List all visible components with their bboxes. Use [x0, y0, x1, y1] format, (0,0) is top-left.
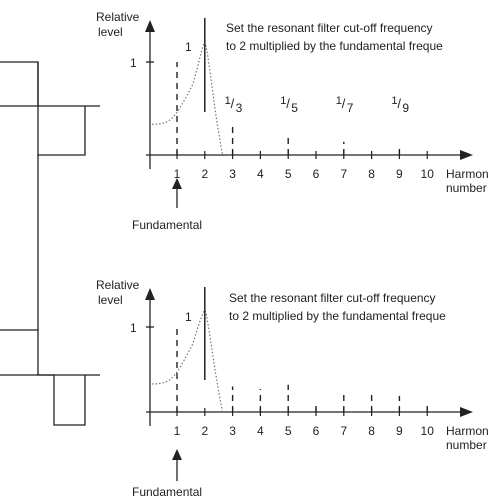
x-tick-label: 8 — [368, 424, 375, 438]
resonant-filter-curve — [151, 40, 224, 157]
y-axis-label-line1: Relative — [96, 10, 140, 24]
harmonic-fraction-label: 1/9 — [391, 95, 409, 115]
harmonic-fraction-label: 1/5 — [280, 95, 298, 115]
fundamental-label: Fundamental — [132, 485, 202, 499]
x-axis-label-line2: number — [446, 181, 487, 195]
fraction-numerator: 1 — [391, 95, 397, 107]
x-tick-label: 8 — [368, 167, 375, 181]
x-axis-label-line1: Harmon — [446, 167, 489, 181]
y-axis-arrow — [145, 20, 155, 32]
x-tick-label: 6 — [313, 424, 320, 438]
x-axis-arrow — [460, 150, 473, 160]
harmonic-fraction-label: 1/7 — [336, 95, 354, 115]
y-tick-label: 1 — [130, 321, 137, 335]
fundamental-arrow-head — [172, 178, 182, 189]
x-tick-label: 2 — [201, 167, 208, 181]
x-axis-label-line1: Harmon — [446, 424, 489, 438]
waveform-bottom — [0, 155, 100, 426]
x-tick-label: 9 — [396, 424, 403, 438]
y-tick-label: 1 — [130, 56, 137, 70]
fundamental-arrow-head — [172, 449, 182, 460]
fraction-numerator: 1 — [280, 95, 286, 107]
fraction-denominator: 9 — [402, 101, 409, 115]
note-line2: to 2 multiplied by the fundamental frequ… — [229, 309, 446, 323]
x-tick-label: 5 — [285, 167, 292, 181]
x-tick-label: 7 — [340, 167, 347, 181]
x-tick-label: 10 — [421, 167, 435, 181]
y-axis-arrow — [145, 288, 155, 300]
x-tick-label: 7 — [340, 424, 347, 438]
fraction-slash: / — [397, 96, 401, 111]
fraction-denominator: 7 — [347, 101, 354, 115]
peak-label: 1 — [185, 40, 192, 54]
fraction-slash: / — [286, 96, 290, 111]
x-axis-arrow — [460, 407, 473, 417]
fraction-denominator: 5 — [291, 101, 298, 115]
fraction-numerator: 1 — [225, 95, 231, 107]
x-tick-label: 1 — [174, 424, 181, 438]
resonant-filter-curve — [151, 308, 224, 414]
fraction-slash: / — [342, 96, 346, 111]
x-tick-label: 1 — [174, 167, 181, 181]
x-tick-label: 3 — [229, 167, 236, 181]
y-axis-label-line2: level — [98, 293, 123, 307]
peak-label: 1 — [185, 310, 192, 324]
fundamental-label: Fundamental — [132, 218, 202, 232]
x-tick-label: 4 — [257, 424, 264, 438]
note-line1: Set the resonant filter cut-off frequenc… — [226, 21, 433, 35]
x-tick-label: 6 — [313, 167, 320, 181]
note-line1: Set the resonant filter cut-off frequenc… — [229, 291, 436, 305]
x-tick-label: 9 — [396, 167, 403, 181]
y-axis-label-line2: level — [98, 25, 123, 39]
fraction-numerator: 1 — [336, 95, 342, 107]
note-line2: to 2 multiplied by the fundamental frequ… — [226, 39, 443, 53]
waveform-top — [0, 61, 100, 156]
fraction-denominator: 3 — [236, 101, 243, 115]
x-tick-label: 2 — [201, 424, 208, 438]
x-tick-label: 5 — [285, 424, 292, 438]
x-tick-label: 4 — [257, 167, 264, 181]
x-tick-label: 10 — [421, 424, 435, 438]
y-axis-label-line1: Relative — [96, 278, 140, 292]
x-axis-label-line2: number — [446, 438, 487, 452]
harmonic-fraction-label: 1/3 — [225, 95, 243, 115]
fraction-slash: / — [231, 96, 235, 111]
x-tick-label: 3 — [229, 424, 236, 438]
